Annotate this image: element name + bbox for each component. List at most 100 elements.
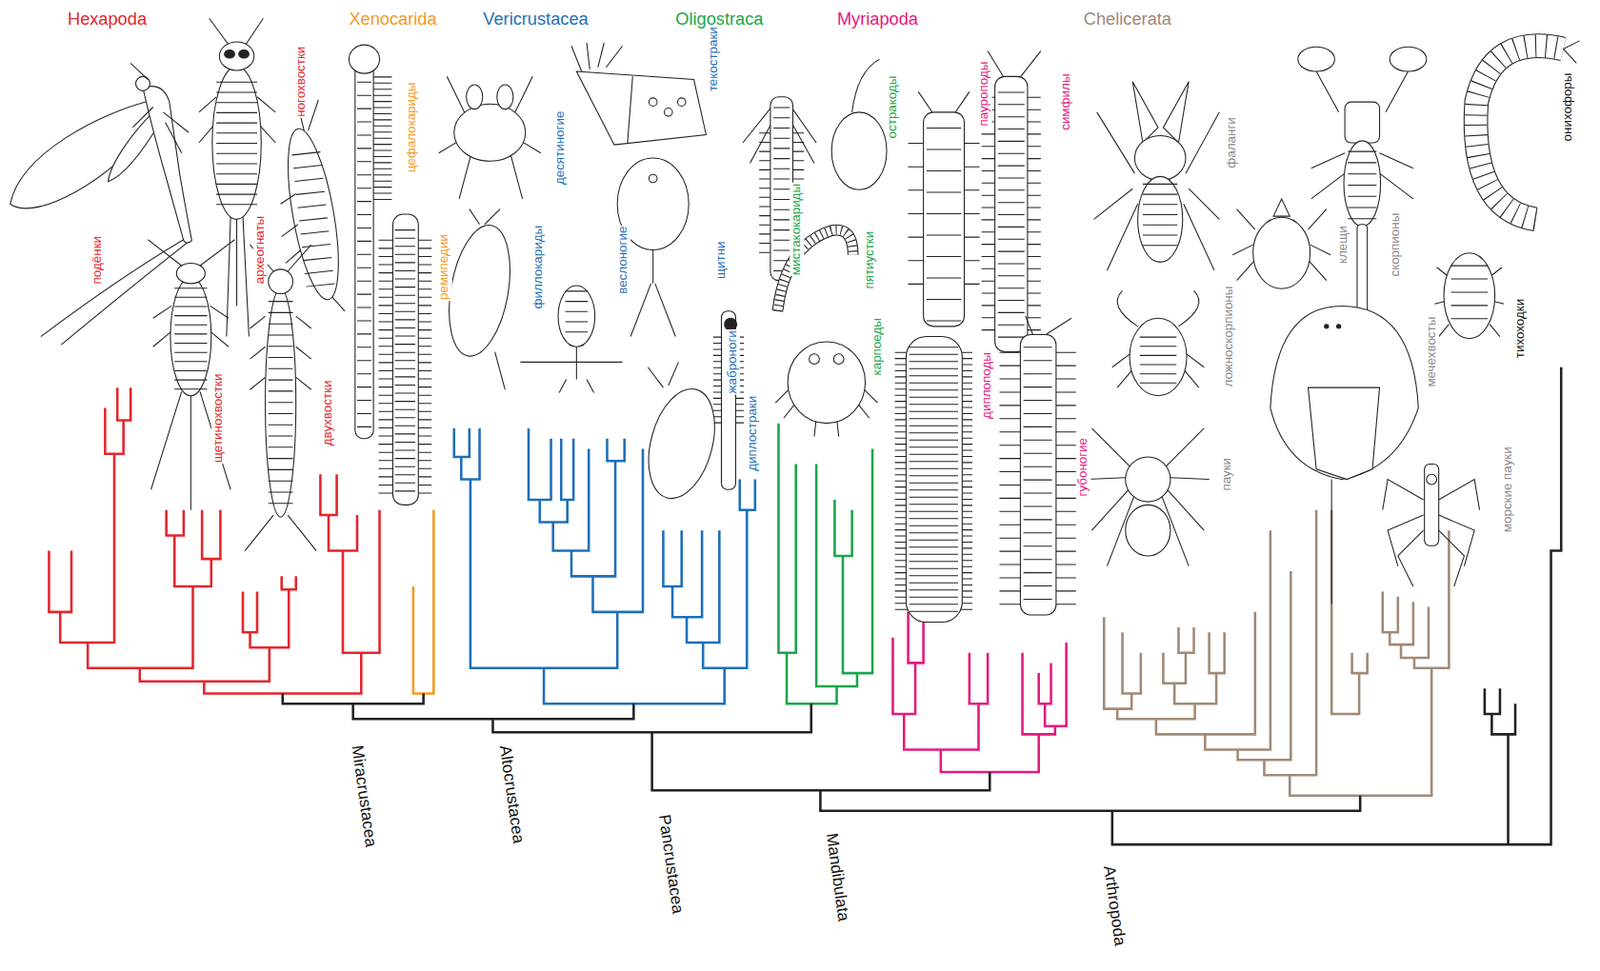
hexapoda-branches-part bbox=[60, 454, 115, 643]
crab-figure-part bbox=[439, 76, 541, 200]
scorpion-figure-part bbox=[1343, 140, 1381, 227]
backbone-branches-part bbox=[492, 703, 811, 733]
tadpole-shrimp-figure-part bbox=[648, 174, 658, 183]
vericrustacea-branches-part bbox=[454, 428, 480, 480]
solifuge-figure-part bbox=[1134, 135, 1186, 180]
mystacocarid-figure-part bbox=[773, 106, 790, 278]
scorpion-figure bbox=[1298, 46, 1427, 345]
barnacle-figure-part bbox=[677, 98, 686, 107]
taxon-label: подёнки bbox=[90, 235, 105, 286]
taxon-label: клещи bbox=[1337, 224, 1352, 265]
hexapoda-branches-part bbox=[203, 653, 361, 695]
hexapoda-branches-part bbox=[320, 474, 380, 653]
cephalocarid-figure-part bbox=[357, 81, 372, 435]
cephalocarid-figure-part bbox=[348, 44, 380, 74]
horseshoe-crab-figure-part bbox=[1331, 480, 1333, 605]
fish-louse-figure-part bbox=[787, 341, 865, 424]
millipede-figure bbox=[905, 337, 962, 623]
taxon-label: диплоподы bbox=[980, 351, 996, 420]
chelicerata-branches-part bbox=[1103, 617, 1141, 709]
group-heading: Xenocarida bbox=[348, 10, 437, 30]
archaeognath-figure-part bbox=[219, 41, 254, 71]
taxon-label: скорпионы bbox=[1388, 212, 1403, 279]
cladoceran-figure bbox=[637, 361, 726, 506]
taxon-label: текостраки bbox=[707, 25, 722, 93]
copepod-figure-part bbox=[520, 346, 622, 393]
silverfish-figure-part bbox=[147, 240, 235, 511]
hexapoda-branches-part bbox=[140, 647, 270, 681]
taxon-label: двухвостки bbox=[321, 380, 337, 448]
barnacle-figure-part bbox=[648, 98, 658, 107]
pauropod-figure-part bbox=[918, 91, 970, 115]
onychophoran-figure-part bbox=[1476, 45, 1564, 220]
tardigrade-figure-part bbox=[1443, 253, 1496, 340]
oligostraca-branches-part bbox=[778, 423, 796, 654]
backbone-branches-part bbox=[282, 694, 635, 720]
taxon-label: мечехвосты bbox=[1424, 316, 1440, 389]
hexapoda-branches-part bbox=[87, 586, 193, 669]
backbone-branches-part bbox=[1112, 367, 1561, 845]
crab-figure-part bbox=[466, 84, 483, 110]
remipede-figure-part bbox=[395, 229, 416, 499]
cephalocarid-figure-part bbox=[355, 60, 374, 439]
clade-label: Altocrustacea bbox=[496, 744, 528, 845]
group-heading: Hexapoda bbox=[67, 10, 147, 30]
spider-figure bbox=[1086, 428, 1210, 567]
taxon-label: цефалокариды bbox=[404, 80, 420, 174]
scorpion-figure-part bbox=[1389, 46, 1427, 72]
symphylan-figure-part bbox=[987, 51, 1041, 80]
solifuge-figure bbox=[1094, 81, 1220, 271]
taxon-label: ногохвостки bbox=[295, 45, 310, 119]
onychophoran-figure-part bbox=[1476, 45, 1564, 220]
dipluran-figure-part bbox=[268, 269, 294, 295]
group-heading: Vericrustacea bbox=[482, 10, 588, 30]
symphylan-figure-part bbox=[998, 91, 1025, 347]
onychophoran-figure bbox=[1476, 40, 1580, 220]
taxon-label: десятиногие bbox=[553, 110, 568, 187]
horseshoe-crab-figure-part bbox=[1337, 324, 1341, 329]
taxon-label: фаланги bbox=[1224, 116, 1240, 170]
tadpole-shrimp-figure bbox=[617, 158, 689, 337]
archaeognath-figure-part bbox=[209, 18, 264, 337]
cladoceran-figure-part bbox=[647, 361, 679, 388]
solifuge-figure-part bbox=[1138, 176, 1183, 262]
chelicerata-branches-part bbox=[1352, 530, 1450, 674]
taxon-label: пауки bbox=[1220, 457, 1236, 493]
taxon-label: пятиустки bbox=[863, 230, 879, 291]
barnacle-figure-part bbox=[663, 108, 673, 118]
onychophoran-figure-part bbox=[1562, 40, 1580, 64]
taxon-label: диплостраки bbox=[745, 395, 760, 473]
horseshoe-crab-figure-part bbox=[1308, 387, 1380, 480]
fish-louse-figure bbox=[775, 341, 878, 438]
spider-figure-part bbox=[1125, 457, 1171, 502]
hexapoda-branches-part bbox=[104, 387, 131, 455]
pentastomid-figure-part bbox=[777, 230, 853, 312]
solifuge-figure-part bbox=[1142, 183, 1178, 256]
sea-spider-figure-part bbox=[1426, 474, 1438, 485]
vericrustacea-branches-part bbox=[528, 428, 589, 552]
silverfish-figure bbox=[147, 240, 235, 511]
taxon-label: губоногие bbox=[1076, 437, 1091, 499]
taxon-label: карпоеды bbox=[870, 317, 885, 377]
remipede-figure-part bbox=[392, 214, 419, 505]
myriapoda-branches-part bbox=[892, 612, 923, 715]
tardigrade-figure-part bbox=[1451, 265, 1489, 333]
oligostraca-branches bbox=[778, 423, 873, 705]
archaeognath-figure-part bbox=[224, 49, 236, 59]
symphylan-figure bbox=[987, 51, 1041, 353]
barnacle-figure-part bbox=[571, 42, 623, 72]
dipluran-figure-part bbox=[265, 288, 297, 518]
horseshoe-crab-figure-part bbox=[1324, 324, 1329, 329]
pseudoscorpion-figure-part bbox=[1140, 337, 1178, 391]
pauropod-figure-part bbox=[923, 112, 965, 327]
spider-figure-part bbox=[1125, 504, 1171, 557]
silverfish-figure-part bbox=[176, 262, 205, 283]
horseshoe-crab-figure-part bbox=[1270, 305, 1419, 480]
copepod-figure-part bbox=[558, 285, 596, 347]
taxon-label: симфилы bbox=[1059, 72, 1074, 131]
taxon-label: пауроподы bbox=[978, 60, 993, 128]
mayfly-figure bbox=[10, 62, 193, 345]
myriapoda-branches-part bbox=[903, 653, 988, 751]
